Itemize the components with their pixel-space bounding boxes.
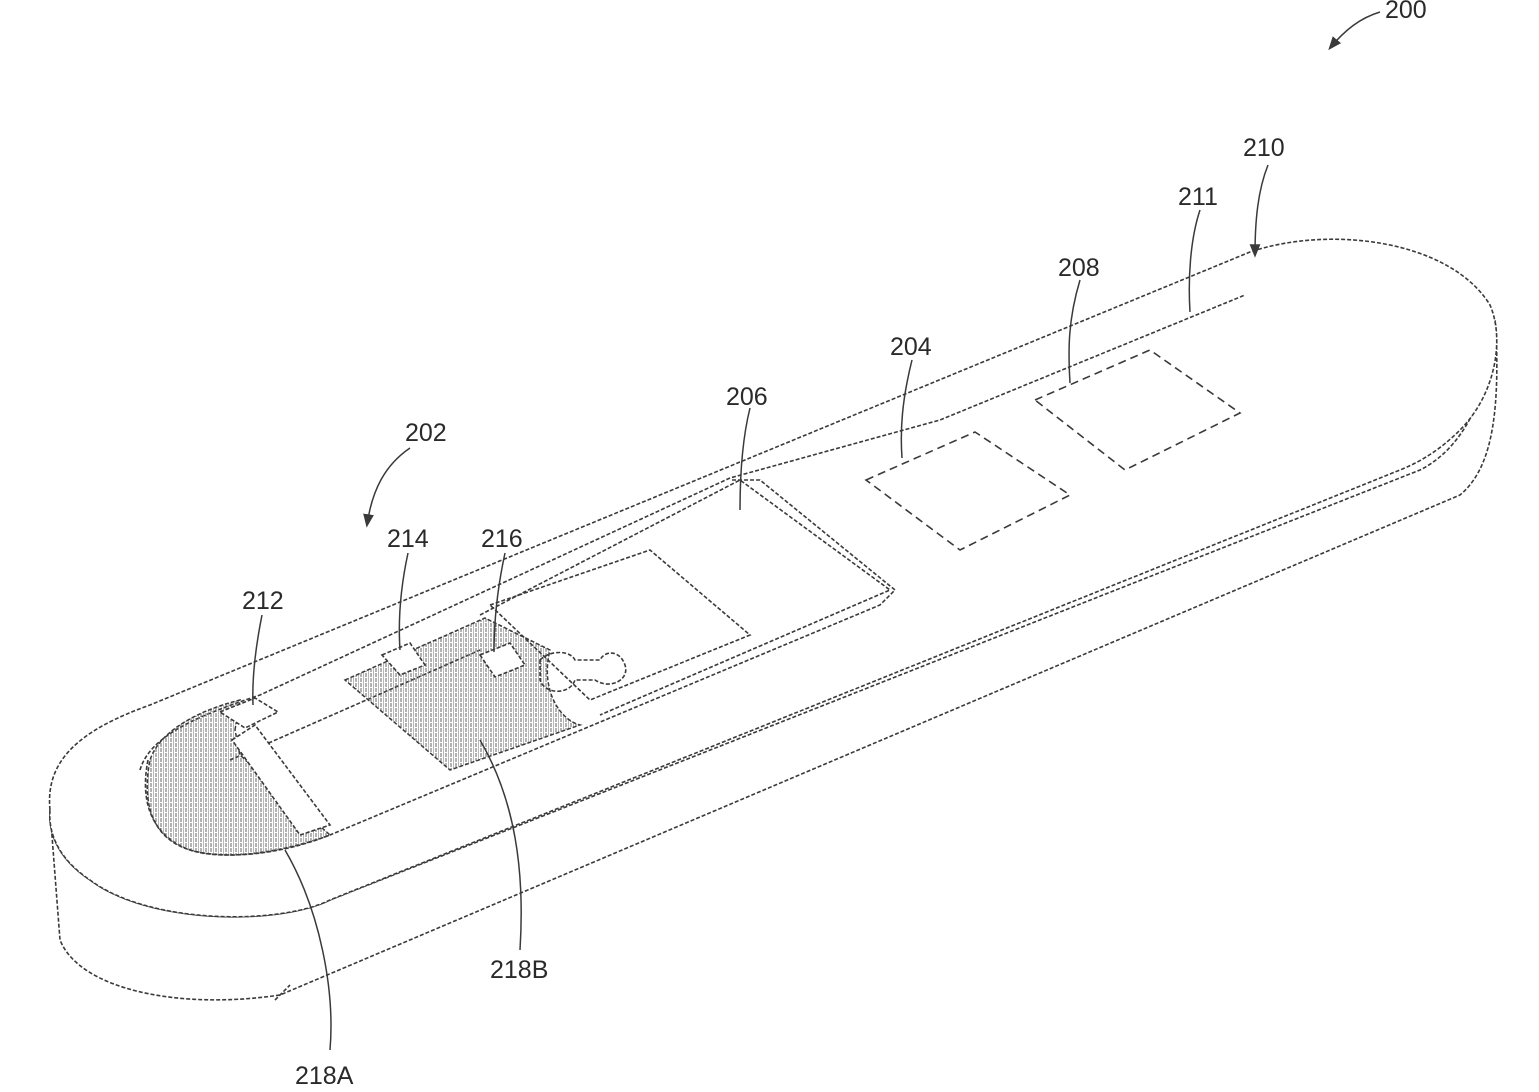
label-200: 200 [1385, 0, 1427, 24]
label-212: 212 [242, 587, 284, 615]
label-211: 211 [1178, 183, 1218, 211]
label-202: 202 [405, 419, 447, 447]
label-206: 206 [726, 383, 768, 411]
label-208: 208 [1058, 254, 1100, 282]
label-204: 204 [890, 333, 932, 361]
leader-202 [367, 448, 410, 525]
label-218b: 218B [490, 956, 548, 984]
label-214: 214 [387, 525, 429, 553]
label-218a: 218A [295, 1062, 354, 1090]
label-210: 210 [1243, 134, 1285, 162]
leader-210 [1255, 165, 1268, 255]
label-216: 216 [481, 525, 523, 553]
device-body [50, 239, 1497, 1000]
leader-200 [1330, 12, 1380, 48]
